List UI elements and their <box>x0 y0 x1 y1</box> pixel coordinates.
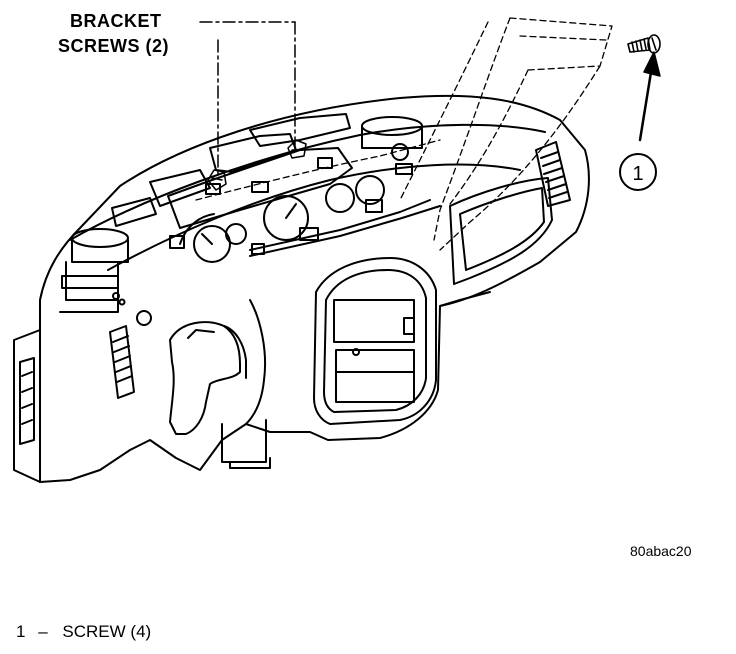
arrowhead-icon <box>643 51 661 77</box>
left-end-cap <box>13 329 41 483</box>
bracket-screw-2 <box>287 139 307 159</box>
callout-leader <box>638 64 654 142</box>
dash-panel-outline <box>39 94 590 483</box>
bracket-screw-1 <box>207 169 227 191</box>
bracket-screws-label-line1: BRACKET <box>70 11 162 31</box>
bracket-screw-leaders <box>199 21 296 179</box>
gauge-speedometer <box>263 195 309 241</box>
glove-box <box>449 177 553 285</box>
radio-bezel <box>313 257 437 425</box>
dash-top-ridge <box>69 123 546 241</box>
gauge-center-small <box>225 223 247 245</box>
bracket-screws-label-line2: SCREWS (2) <box>58 36 170 56</box>
gauge-right <box>325 183 355 213</box>
figure-id: 80abac20 <box>630 543 692 559</box>
right-vent <box>535 141 571 207</box>
callout-circle <box>619 153 657 191</box>
legend-number: 1 <box>16 622 26 641</box>
right-speaker <box>361 116 423 136</box>
left-speaker <box>71 228 129 248</box>
left-vent <box>109 325 135 399</box>
legend-dash: – <box>38 622 48 641</box>
removed-bezel-ghost <box>195 17 613 251</box>
gauge-left <box>193 225 231 263</box>
legend: 1 – SCREW (4) <box>16 622 151 642</box>
steering-column-opening <box>169 321 241 435</box>
callout-number: 1 <box>632 163 643 185</box>
legend-text: SCREW (4) <box>62 622 152 641</box>
screw-icon <box>627 34 661 54</box>
